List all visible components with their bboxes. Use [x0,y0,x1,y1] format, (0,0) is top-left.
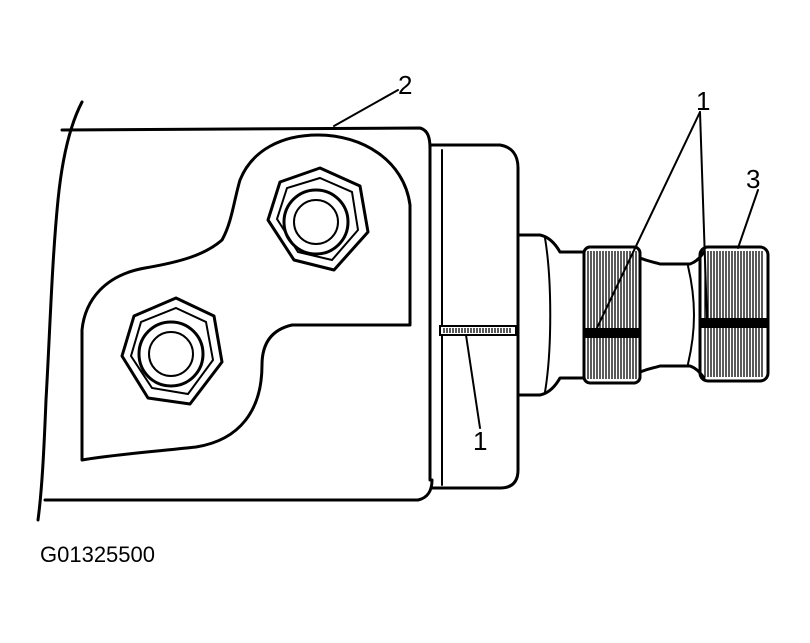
mounting-flange [80,133,412,462]
alignment-mark-body [439,325,517,336]
figure-id: G01325500 [40,542,155,567]
callout-leaders [333,89,759,429]
pinion-shaft [516,233,586,397]
pinion-spline-inner [582,245,642,385]
callout-body-mark-1: 1 [473,426,487,456]
pinion-spline-outer [698,245,770,383]
upper-bolt [266,166,370,272]
callout-housing-2: 2 [398,70,412,100]
pinion-neck [638,250,706,380]
callout-pinion-3: 3 [746,164,760,194]
callout-shaft-mark-1: 1 [696,86,710,116]
lower-bolt [120,296,224,406]
